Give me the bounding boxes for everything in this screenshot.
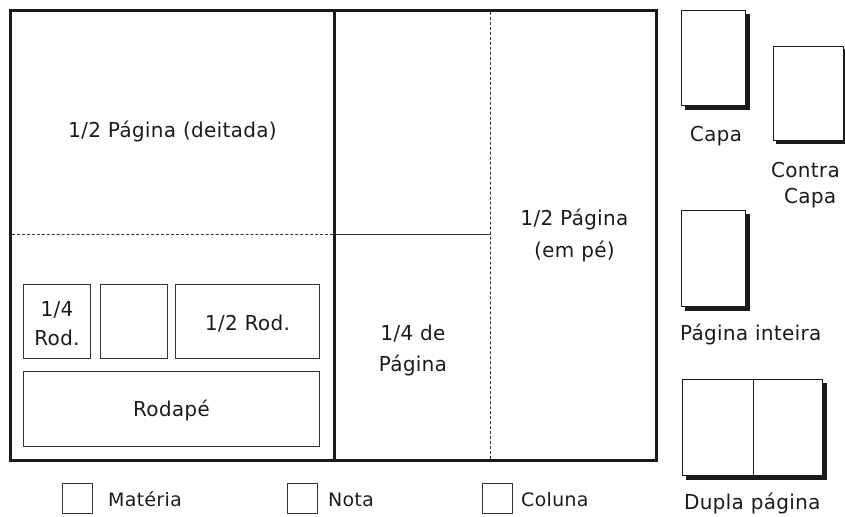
center-divider [333,9,336,462]
footer-box [23,371,320,447]
full-page-label: Página inteira [680,321,822,345]
full-page-icon [681,210,746,307]
legend-swatch-materia [62,483,93,514]
cover-label: Capa [689,122,743,146]
legend-label-nota: Nota [328,489,375,511]
double-page-right-icon [753,379,823,476]
legend-swatch-nota [287,483,318,514]
half-portrait-divider [490,12,491,459]
legend-label-materia: Matéria [108,489,183,511]
quarter-page-label-line1: 1/4 de [380,321,446,345]
quarter-footer-label-line1: 1/4 [40,297,74,321]
quarter-footer-box [23,284,91,359]
half-page-portrait-label-line1: 1/2 Página [520,206,629,230]
back-cover-page-icon [773,46,844,141]
double-page-left-icon [682,379,754,476]
quarter-page-divider [336,234,491,235]
double-page-label: Dupla página [684,490,821,514]
back-cover-label-line1: Contra [771,158,840,182]
half-page-landscape-label: 1/2 Página (deitada) [68,118,277,142]
half-page-portrait-label-line2: (em pé) [534,238,615,262]
cover-page-icon [681,10,746,106]
legend-swatch-coluna [482,483,513,514]
half-footer-label: 1/2 Rod. [204,311,291,335]
half-landscape-divider [12,234,333,235]
back-cover-label-line2: Capa [784,184,837,208]
legend-label-coluna: Coluna [521,489,589,511]
empty-footer-box [100,284,168,359]
half-footer-box [175,284,320,359]
footer-label: Rodapé [133,397,210,421]
quarter-page-label-line2: Página [378,352,448,376]
quarter-footer-label-line2: Rod. [34,326,80,350]
